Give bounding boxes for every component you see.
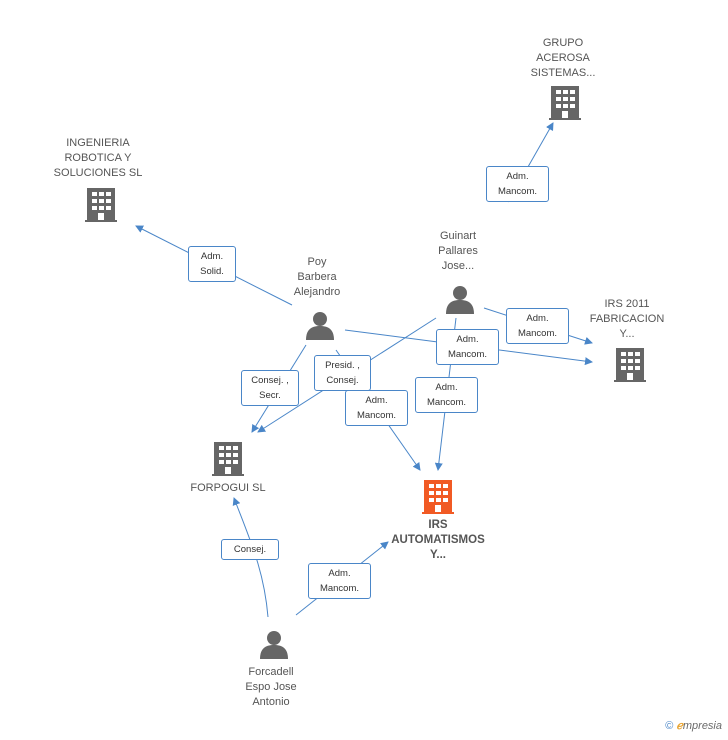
relation-label-guinart-irsauto[interactable]: Adm. Mancom. — [415, 377, 478, 413]
relation-label-forcadell-irsauto[interactable]: Adm. Mancom. — [308, 563, 371, 599]
building-icon[interactable] — [85, 188, 117, 222]
brand-footer: © ℯmpresia — [665, 719, 722, 732]
person-label-poy[interactable]: Poy Barbera Alejandro — [293, 256, 341, 298]
brand-logo: ℯmpresia — [676, 720, 722, 732]
building-icon[interactable] — [212, 442, 244, 476]
relation-label-guinart-acerosa[interactable]: Adm. Mancom. — [486, 166, 549, 202]
person-icon[interactable] — [259, 629, 289, 659]
company-label-irs2011[interactable]: IRS 2011 FABRICACION Y... — [589, 298, 665, 340]
building-icon[interactable] — [422, 480, 454, 514]
relation-label-poy-forpogui[interactable]: Consej. , Secr. — [241, 370, 299, 406]
copyright-icon: © — [665, 720, 674, 732]
relation-label-forcadell-forpogui[interactable]: Consej. — [221, 539, 279, 560]
relation-label-guinart-irs2011[interactable]: Adm. Mancom. — [506, 308, 569, 344]
relation-label-poy-irsauto[interactable]: Adm. Mancom. — [345, 390, 408, 426]
relation-label-guinart-forpogui[interactable]: Presid. , Consej. — [314, 355, 371, 391]
building-icon[interactable] — [614, 348, 646, 382]
person-label-forcadell[interactable]: Forcadell Espo Jose Antonio — [245, 666, 297, 708]
company-label-irs-automatismos[interactable]: IRS AUTOMATISMOS Y... — [391, 519, 485, 561]
company-label-grupo-acerosa[interactable]: GRUPO ACEROSA SISTEMAS... — [530, 37, 596, 79]
relation-label-poy-ingenieria[interactable]: Adm. Solid. — [188, 246, 236, 282]
company-label-forpogui[interactable]: FORPOGUI SL — [190, 482, 266, 494]
person-icon[interactable] — [445, 284, 475, 314]
company-label-ingenieria[interactable]: INGENIERIA ROBOTICA Y SOLUCIONES SL — [53, 137, 143, 179]
relation-label-poy-irs2011[interactable]: Adm. Mancom. — [436, 329, 499, 365]
building-icon[interactable] — [549, 86, 581, 120]
person-label-guinart[interactable]: Guinart Pallares Jose... — [438, 230, 478, 272]
person-icon[interactable] — [305, 310, 335, 340]
